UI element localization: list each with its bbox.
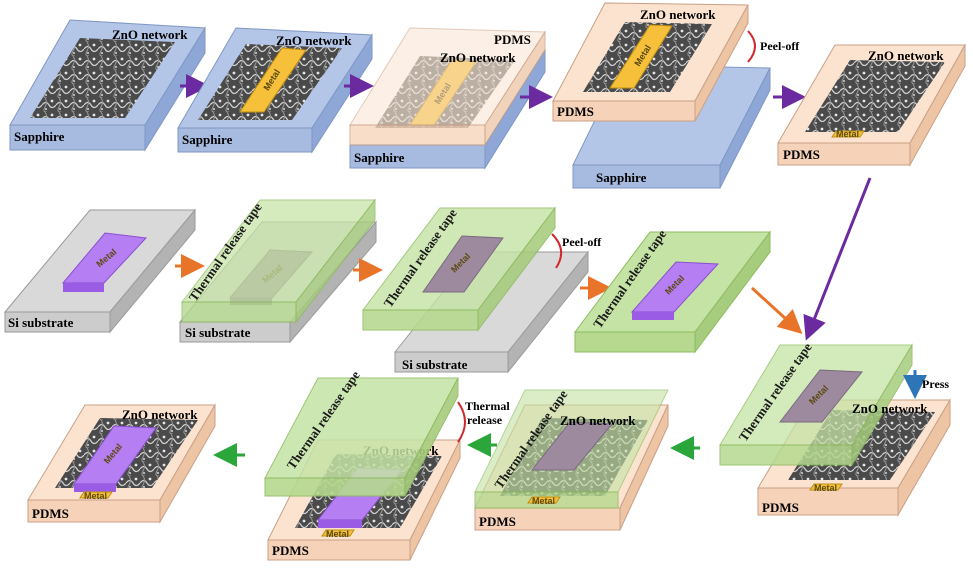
sapphire-label: Sapphire [596, 170, 647, 185]
sapphire-label: Sapphire [14, 129, 65, 144]
metal-pad-front [318, 520, 362, 528]
metal-label: Metal [836, 129, 859, 139]
si-substrate-label: Si substrate [185, 325, 251, 340]
panel-si-metal: Metal Si substrate [3, 208, 197, 334]
metal-pad-front [632, 312, 674, 320]
diagonal-arrow-orange [750, 286, 803, 335]
panel-peel-off-pdms: Sapphire Metal ZnO network PDMS Peel-off [552, 2, 800, 189]
peel-off-arc [747, 30, 756, 63]
panel-pdms-coating: Metal PDMS ZnO network Sapphire [349, 27, 546, 170]
si-substrate-label: Si substrate [402, 357, 468, 372]
panel-final-device: Metal Metal ZnO network PDMS [27, 403, 216, 524]
metal-pad [422, 235, 504, 293]
peel-off-label: Peel-off [562, 235, 602, 249]
panel-peel-off-tape: Si substrate Metal Thermal release tape … [361, 206, 602, 374]
peel-off-label: Peel-off [760, 39, 800, 53]
panel-press-tape-on-pdms: Metal PDMS Metal ZnO network Thermal rel… [719, 340, 951, 517]
pdms-label: PDMS [783, 147, 820, 162]
sapphire-block-side [311, 33, 373, 154]
metal-label: Metal [814, 483, 837, 493]
metal-electrode [239, 47, 307, 113]
metal-pad [530, 421, 614, 471]
pdms-layer-side [694, 4, 749, 122]
peel-off-arc [551, 233, 563, 269]
thermal-tape-side [477, 206, 556, 332]
thermal-tape-side [404, 377, 459, 497]
pdms-layer-side [159, 403, 216, 524]
thermal-tape-front [574, 331, 696, 353]
pdms-label: PDMS [762, 500, 799, 515]
sapphire-label: Sapphire [182, 132, 233, 147]
metal-label: Metal [326, 529, 349, 539]
pdms-layer-side [619, 404, 669, 531]
thermal-release-arc [457, 401, 466, 443]
panel-sapphire-zno: ZnO network Sapphire [9, 19, 206, 152]
pdms-label: PDMS [557, 104, 594, 119]
thermal-tape-front [181, 301, 297, 323]
panel-tape-on-zno-pdms: Metal ZnO network Thermal release tape P… [474, 387, 669, 531]
pdms-layer-side [909, 43, 966, 167]
pdms-layer-front [349, 124, 486, 146]
metal-electrode [609, 24, 673, 89]
thermal-tape-side [295, 198, 376, 324]
si-substrate-side [507, 250, 589, 374]
pdms-label: PDMS [272, 543, 309, 558]
pdms-layer-side [409, 439, 461, 561]
panel-metal-deposition: Metal ZnO network Sapphire [177, 27, 373, 154]
zno-label: ZnO network [440, 50, 516, 65]
metal-electrode [527, 496, 561, 504]
zno-label: ZnO network [852, 401, 928, 416]
panel-thermal-release: Metal ZnO network PDMS Thermal release t… [264, 368, 510, 561]
si-substrate-side [109, 208, 196, 334]
zno-label: ZnO network [560, 413, 636, 428]
sapphire-block-side [719, 67, 771, 189]
zno-network-film [30, 38, 175, 118]
zno-label: ZnO network [112, 27, 188, 42]
metal-pad-front [74, 484, 116, 492]
panel-tape-on-si: Metal Thermal release tape Si substrate [178, 198, 378, 344]
metal-electrode [831, 130, 865, 138]
sapphire-label: Sapphire [354, 150, 405, 165]
thermal-tape-front [362, 309, 479, 331]
panel-transferred-zno-on-pdms: Metal ZnO network PDMS [777, 43, 966, 167]
diagonal-arrow-down [803, 177, 872, 341]
thermal-tape-front [719, 444, 853, 466]
metal-pad-front [63, 283, 104, 292]
pdms-layer-side [897, 398, 951, 517]
si-substrate-label: Si substrate [8, 315, 74, 330]
metal-label: Metal [84, 491, 107, 501]
zno-network-film [805, 60, 945, 132]
pdms-label: PDMS [479, 514, 516, 529]
metal-electrode [809, 483, 843, 491]
zno-label: ZnO network [276, 33, 352, 48]
zno-label: ZnO network [122, 407, 198, 422]
thermal-tape-side [851, 343, 913, 467]
thermal-release-label-1: Thermal [465, 399, 510, 413]
thermal-tape-side [694, 230, 771, 354]
zno-label: ZnO network [868, 48, 944, 63]
sapphire-block-side [144, 26, 206, 152]
thermal-tape-front [264, 477, 406, 497]
pdms-label: PDMS [494, 32, 531, 47]
metal-electrode [79, 491, 113, 499]
press-label: Press [922, 377, 949, 391]
thermal-release-label-2: release [467, 413, 503, 427]
zno-label: ZnO network [640, 7, 716, 22]
metal-pad [778, 369, 864, 423]
pdms-layer-side [484, 30, 546, 147]
metal-label: Metal [532, 496, 555, 506]
pdms-label: PDMS [32, 506, 69, 521]
metal-electrode [321, 529, 355, 537]
